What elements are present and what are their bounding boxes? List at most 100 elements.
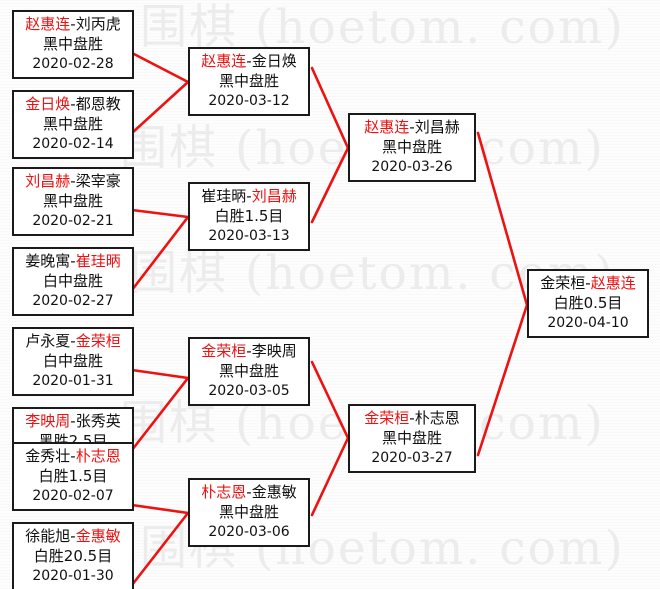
- match-date: 2020-03-06: [208, 523, 290, 540]
- player-loser: 姜晚寓: [25, 252, 71, 270]
- watermark-text: 围棋 (hoetom. com): [140, 0, 625, 55]
- connector-r1m2-r2m1: [130, 80, 190, 135]
- match-players: 金日焕-都恩教: [14, 95, 132, 115]
- match-result: 黑中盘胜: [381, 137, 442, 156]
- connector-r3m1-r4m1: [476, 131, 529, 307]
- player-loser: 李映周: [251, 342, 297, 360]
- match-result: 黑中盘胜: [42, 191, 103, 210]
- match-result: 黑中盘胜: [218, 502, 279, 521]
- match-players: 刘昌赫-梁宰豪: [14, 172, 132, 192]
- match-players: 崔珪昞-刘昌赫: [190, 187, 308, 207]
- match-date: 2020-02-14: [32, 135, 114, 152]
- player-winner: 金惠敏: [75, 527, 121, 545]
- match-result: 白胜1.5目: [214, 206, 284, 225]
- player-loser: 卢永夏: [25, 332, 71, 350]
- match-date: 2020-03-27: [371, 449, 453, 466]
- player-loser: 金惠敏: [251, 483, 297, 501]
- match-result: 白胜0.5目: [553, 293, 623, 312]
- match-box-r1m4[interactable]: 姜晚寓-崔珪昞 白中盘胜 2020-02-27: [12, 247, 134, 316]
- match-date: 2020-03-26: [371, 158, 453, 175]
- connector-r1m8-r2m4: [130, 511, 190, 587]
- match-box-r1m3[interactable]: 刘昌赫-梁宰豪 黑中盘胜 2020-02-21: [12, 167, 134, 236]
- player-separator: -: [70, 527, 76, 545]
- match-players: 金秀壮-朴志恩: [14, 447, 132, 467]
- player-loser: 徐能旭: [25, 527, 71, 545]
- match-box-r2m3[interactable]: 金荣桓-李映周 黑中盘胜 2020-03-05: [188, 337, 310, 406]
- player-winner: 赵惠连: [25, 15, 71, 33]
- player-separator: -: [585, 274, 591, 292]
- connector-r2m1-r3m1: [310, 66, 350, 150]
- match-date: 2020-02-21: [32, 212, 114, 229]
- match-players: 徐能旭-金惠敏: [14, 527, 132, 547]
- connector-r3m2-r4m1: [476, 303, 529, 457]
- match-result: 白中盘胜: [42, 271, 103, 290]
- player-loser: 金荣桓: [540, 274, 586, 292]
- connector-r1m4-r2m2: [130, 215, 190, 292]
- player-separator: -: [70, 95, 76, 113]
- match-box-r1m8[interactable]: 徐能旭-金惠敏 白胜20.5目 2020-01-30: [12, 522, 134, 589]
- match-box-r1m5[interactable]: 卢永夏-金荣桓 白中盘胜 2020-01-31: [12, 327, 134, 396]
- match-box-final[interactable]: 金荣桓-赵惠连 白胜0.5目 2020-04-10: [527, 269, 649, 338]
- match-result: 黑中盘胜: [42, 34, 103, 53]
- connector-r1m1-r2m1: [130, 51, 190, 84]
- player-separator: -: [70, 447, 76, 465]
- player-separator: -: [246, 342, 252, 360]
- match-box-r1m1[interactable]: 赵惠连-刘丙虎 黑中盘胜 2020-02-28: [12, 10, 134, 79]
- match-date: 2020-03-05: [208, 382, 290, 399]
- player-separator: -: [246, 483, 252, 501]
- player-winner: 朴志恩: [201, 483, 247, 501]
- match-result: 白中盘胜: [42, 351, 103, 370]
- match-date: 2020-01-31: [32, 372, 114, 389]
- match-players: 金荣桓-李映周: [190, 342, 308, 362]
- player-winner: 崔珪昞: [75, 252, 121, 270]
- player-separator: -: [409, 409, 415, 427]
- match-date: 2020-02-07: [32, 487, 114, 504]
- match-box-r2m1[interactable]: 赵惠连-金日焕 黑中盘胜 2020-03-12: [188, 47, 310, 116]
- player-winner: 赵惠连: [364, 118, 410, 136]
- match-box-r2m2[interactable]: 崔珪昞-刘昌赫 白胜1.5目 2020-03-13: [188, 182, 310, 251]
- match-result: 黑中盘胜: [381, 428, 442, 447]
- match-box-r1m2[interactable]: 金日焕-都恩教 黑中盘胜 2020-02-14: [12, 90, 134, 159]
- player-separator: -: [246, 187, 252, 205]
- match-result: 黑中盘胜: [218, 71, 279, 90]
- player-loser: 梁宰豪: [75, 172, 121, 190]
- player-winner: 赵惠连: [201, 52, 247, 70]
- match-players: 赵惠连-刘丙虎: [14, 15, 132, 35]
- player-winner: 金荣桓: [364, 409, 410, 427]
- match-date: 2020-03-13: [208, 227, 290, 244]
- connector-r2m3-r3m2: [310, 360, 350, 440]
- connector-r2m4-r3m2: [310, 436, 350, 517]
- connector-r1m5-r2m3: [130, 368, 190, 380]
- match-date: 2020-01-30: [32, 567, 114, 584]
- match-result: 黑中盘胜: [218, 361, 279, 380]
- player-separator: -: [70, 252, 76, 270]
- match-players: 姜晚寓-崔珪昞: [14, 252, 132, 272]
- match-box-r2m4[interactable]: 朴志恩-金惠敏 黑中盘胜 2020-03-06: [188, 478, 310, 547]
- connector-r1m3-r2m2: [130, 208, 190, 219]
- player-winner: 刘昌赫: [251, 187, 297, 205]
- connector-r1m7-r2m4: [130, 503, 190, 515]
- player-separator: -: [246, 52, 252, 70]
- match-box-r3m2[interactable]: 金荣桓-朴志恩 黑中盘胜 2020-03-27: [348, 404, 476, 473]
- match-box-r1m7[interactable]: 金秀壮-朴志恩 白胜1.5目 2020-02-07: [12, 442, 134, 511]
- player-loser: 张秀英: [75, 412, 121, 430]
- match-result: 黑中盘胜: [42, 114, 103, 133]
- match-players: 赵惠连-金日焕: [190, 52, 308, 72]
- player-loser: 金日焕: [251, 52, 297, 70]
- match-players: 李映周-张秀英: [14, 412, 132, 432]
- player-winner: 刘昌赫: [25, 172, 71, 190]
- match-date: 2020-02-28: [32, 55, 114, 72]
- player-winner: 金日焕: [25, 95, 71, 113]
- match-date: 2020-04-10: [547, 314, 629, 331]
- player-separator: -: [70, 172, 76, 190]
- player-loser: 朴志恩: [414, 409, 460, 427]
- player-loser: 崔珪昞: [201, 187, 247, 205]
- match-players: 朴志恩-金惠敏: [190, 483, 308, 503]
- player-winner: 金荣桓: [201, 342, 247, 360]
- player-loser: 刘昌赫: [414, 118, 460, 136]
- player-loser: 都恩教: [75, 95, 121, 113]
- match-box-r3m1[interactable]: 赵惠连-刘昌赫 黑中盘胜 2020-03-26: [348, 113, 476, 182]
- player-winner: 李映周: [25, 412, 71, 430]
- match-players: 金荣桓-赵惠连: [529, 274, 647, 294]
- match-date: 2020-03-12: [208, 92, 290, 109]
